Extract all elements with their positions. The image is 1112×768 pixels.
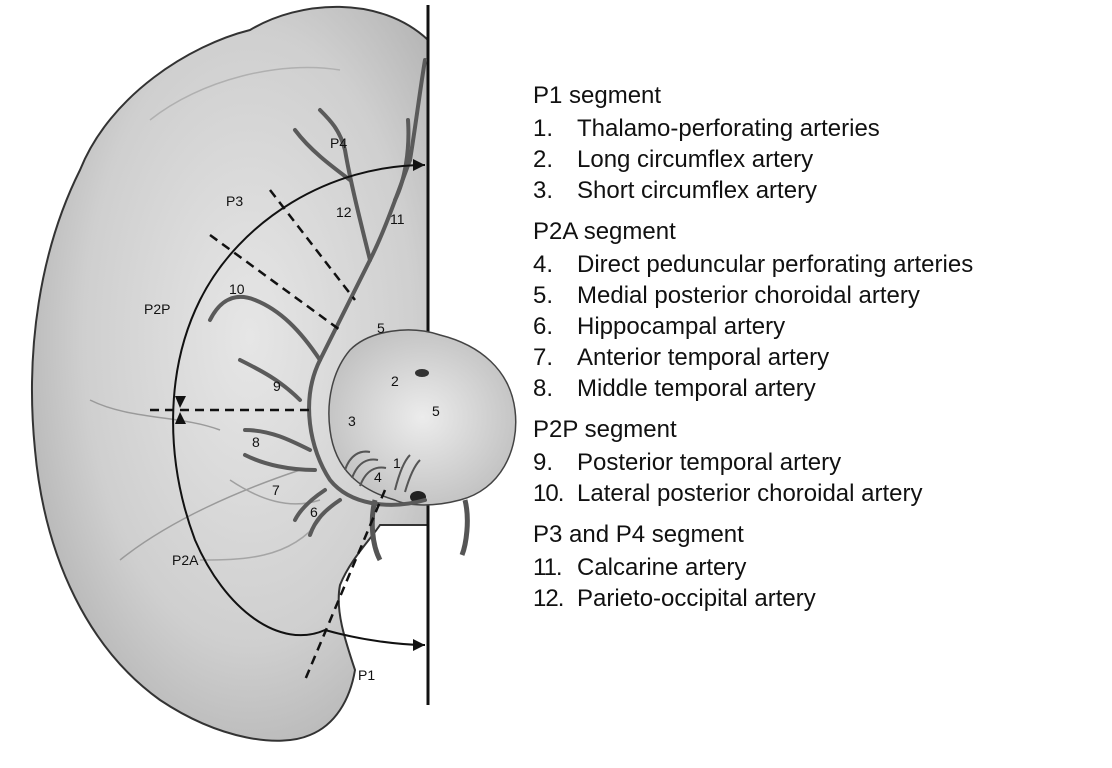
artery-label-5a: 5 — [377, 320, 385, 336]
legend-item-number: 10. — [533, 480, 564, 507]
legend-item-number: 12. — [533, 585, 564, 612]
artery-label-6: 6 — [310, 504, 318, 520]
legend-item-number: 7. — [533, 344, 554, 371]
legend-item-label: Lateral posterior choroidal artery — [577, 480, 923, 507]
legend-item-number: 1. — [533, 115, 554, 142]
segment-arc — [172, 164, 426, 646]
legend-section: P3 and P4 segment 11. Calcarine artery 12. P… — [533, 519, 1108, 614]
gyrus-shading — [149, 66, 341, 121]
label-p2p: P2P — [144, 301, 170, 317]
legend-item-number: 11. — [533, 554, 563, 581]
legend-item: 5. Medial posterior choroidal artery — [533, 280, 1108, 311]
legend-item: 3. Short circumflex artery — [533, 175, 1108, 206]
legend-item-label: Long circumflex artery — [577, 146, 814, 173]
artery-label-1: 1 — [393, 455, 401, 471]
arc-arrowhead — [413, 159, 425, 171]
label-p3: P3 — [226, 193, 243, 209]
legend-item-label: Anterior temporal artery — [577, 344, 830, 371]
legend-section-title: P3 and P4 segment — [533, 521, 744, 548]
cerebral-hemisphere — [31, 5, 429, 742]
arc-arrowhead — [175, 412, 186, 424]
legend-item-number: 8. — [533, 375, 554, 402]
legend-section: P2A segment 4. Direct peduncular perforati… — [533, 216, 1108, 404]
legend-item: 8. Middle temporal artery — [533, 373, 1108, 404]
legend-item: 4. Direct peduncular perforating arteries — [533, 249, 1108, 280]
legend-item: 6. Hippocampal artery — [533, 311, 1108, 342]
legend-item-label: Hippocampal artery — [577, 313, 786, 340]
legend-item: 2. Long circumflex artery — [533, 144, 1108, 175]
red-nucleus — [415, 369, 429, 377]
artery-label-3: 3 — [348, 413, 356, 429]
artery-label-4: 4 — [374, 469, 382, 485]
legend-item-number: 4. — [533, 251, 554, 278]
artery-label-2: 2 — [391, 373, 399, 389]
legend-item-label: Calcarine artery — [577, 554, 747, 581]
legend-item-label: Medial posterior choroidal artery — [577, 282, 920, 309]
legend-item: 12. Parieto-occipital artery — [533, 583, 1108, 614]
legend-item-number: 9. — [533, 449, 554, 476]
gyrus-shading — [119, 469, 301, 561]
legend-item: 9. Posterior temporal artery — [533, 447, 1108, 478]
artery-label-9: 9 — [273, 378, 281, 394]
artery-label-11: 11 — [390, 211, 405, 227]
legend-item-number: 6. — [533, 313, 554, 340]
segment-divisions — [150, 189, 387, 681]
legend-item-number: 3. — [533, 177, 554, 204]
legend-section: P1 segment 1. Thalamo-perforating arteries… — [533, 80, 1108, 206]
legend-item-label: Posterior temporal artery — [577, 449, 842, 476]
arc-arrowhead — [413, 639, 425, 651]
midbrain — [328, 329, 517, 506]
artery-label-5b: 5 — [432, 403, 440, 419]
artery-label-7: 7 — [272, 482, 280, 498]
gyrus-shading — [89, 399, 221, 431]
legend-item-label: Short circumflex artery — [577, 177, 818, 204]
perforating-arteries — [344, 450, 421, 493]
legend-item-label: Middle temporal artery — [577, 375, 816, 402]
label-p1: P1 — [358, 667, 375, 683]
artery-network — [208, 58, 427, 537]
legend-item-number: 2. — [533, 146, 554, 173]
legend-section-title: P2P segment — [533, 416, 677, 443]
artery-label-12: 12 — [336, 204, 352, 220]
legend-item: 11. Calcarine artery — [533, 552, 1108, 583]
legend-item: 10. Lateral posterior choroidal artery — [533, 478, 1108, 509]
legend-item: 7. Anterior temporal artery — [533, 342, 1108, 373]
artery-label-10: 10 — [229, 281, 245, 297]
legend: P1 segment 1. Thalamo-perforating arteries… — [533, 80, 1108, 624]
brain-illustration: P4 P3 P2P P2A P1 12 11 10 5 2 9 5 3 8 1 … — [31, 5, 517, 742]
legend-item: 1. Thalamo-perforating arteries — [533, 113, 1108, 144]
legend-item-number: 5. — [533, 282, 554, 309]
legend-item-label: Parieto-occipital artery — [577, 585, 816, 612]
label-p4: P4 — [330, 135, 347, 151]
arc-arrowhead — [175, 396, 186, 408]
legend-section-title: P1 segment — [533, 82, 662, 109]
cerebral-peduncle — [459, 499, 470, 556]
label-p2a: P2A — [172, 552, 199, 568]
legend-section-title: P2A segment — [533, 218, 676, 245]
artery-label-8: 8 — [252, 434, 260, 450]
legend-item-label: Thalamo-perforating arteries — [577, 115, 880, 142]
legend-item-label: Direct peduncular perforating arteries — [577, 251, 974, 278]
